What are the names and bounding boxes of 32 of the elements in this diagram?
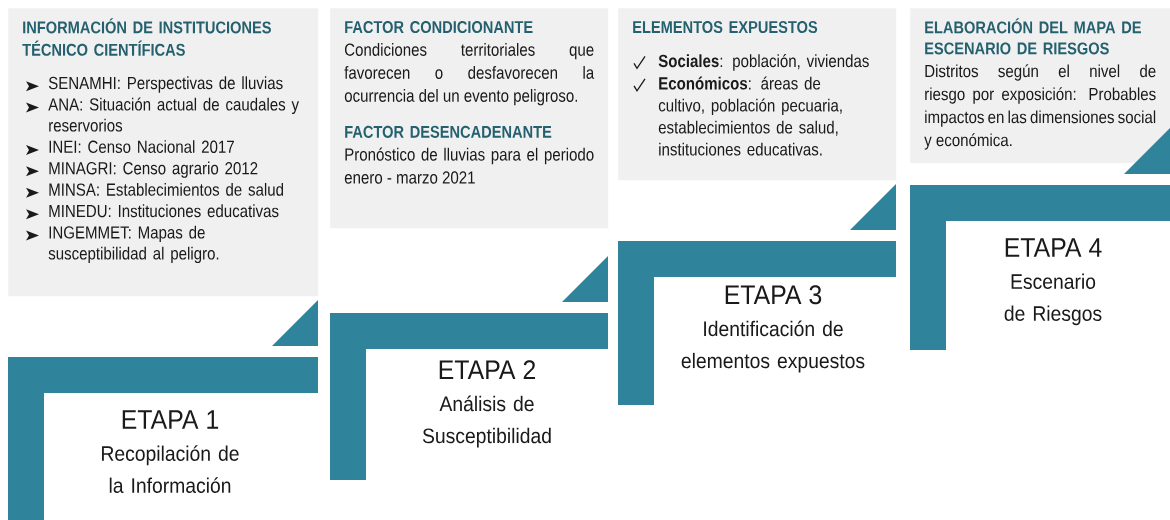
panel-text: Pronóstico de lluvias para el periodo enero - marzo 2021 (344, 147, 594, 184)
stage-title: ETAPA 2 (439, 360, 536, 380)
info-panel (618, 8, 897, 181)
bullet-item: MINAGRI: Censo agrario 2012 (26, 161, 258, 178)
stage-title: ETAPA 3 (725, 285, 822, 305)
panel-heading: ELABORACIÓN DEL MAPA DE ESCENARIO DE RIESGOS (925, 18, 1141, 55)
stage-step (618, 184, 896, 405)
panel-text: Condiciones territoriales que favorecen o desfavorecen la ocurrencia del un evento peligroso. (344, 43, 595, 106)
bullet-item: SENAMHI: Perspectivas de lluvias (26, 76, 283, 93)
bullet-item: Sociales: población, viviendas (633, 54, 869, 71)
panel-heading: INFORMACIÓN DE INSTITUCIONES TÉCNICO CIENTÍFICAS (22, 18, 271, 56)
stage-step (910, 128, 1170, 350)
bullet-item: MINEDU: Instituciones educativas (26, 204, 279, 220)
bullet-item: INEI: Censo Nacional 2017 (26, 140, 234, 155)
info-panel (8, 8, 319, 297)
bullet-item: INGEMMET: Mapas de susceptibilidad al peligro. (26, 225, 219, 264)
stage-title: ETAPA 4 (1005, 238, 1102, 257)
info-panel (910, 8, 1170, 164)
stage-step (330, 256, 608, 480)
bullet-item: MINSA: Establecimientos de salud (26, 182, 284, 198)
stage-description: Identificación de elementos expuestos (681, 320, 865, 373)
stage-description: Escenario de Riesgos (1004, 273, 1102, 326)
stage-description: Análisis de Susceptibilidad (422, 395, 551, 448)
stage-step (8, 300, 318, 520)
panel-heading: FACTOR CONDICIONANTE (345, 21, 533, 34)
panel-text: Distritos según el nivel de riesgo por exposición: Probables impactos en las dimensiones social y económica. (924, 64, 1156, 150)
bullet-item: Económicos: áreas de cultivo, población pecuaria, establecimientos de salud, instituciones educativas. (633, 76, 842, 156)
panel-heading: FACTOR DESENCADENANTE (345, 125, 552, 138)
bullet-item: ANA: Situación actual de caudales y reservorios (26, 97, 299, 132)
stage-description: Recopilación de la Información (102, 445, 239, 493)
panel-heading: ELEMENTOS EXPUESTOS (633, 21, 818, 34)
stage-title: ETAPA 1 (122, 410, 219, 429)
